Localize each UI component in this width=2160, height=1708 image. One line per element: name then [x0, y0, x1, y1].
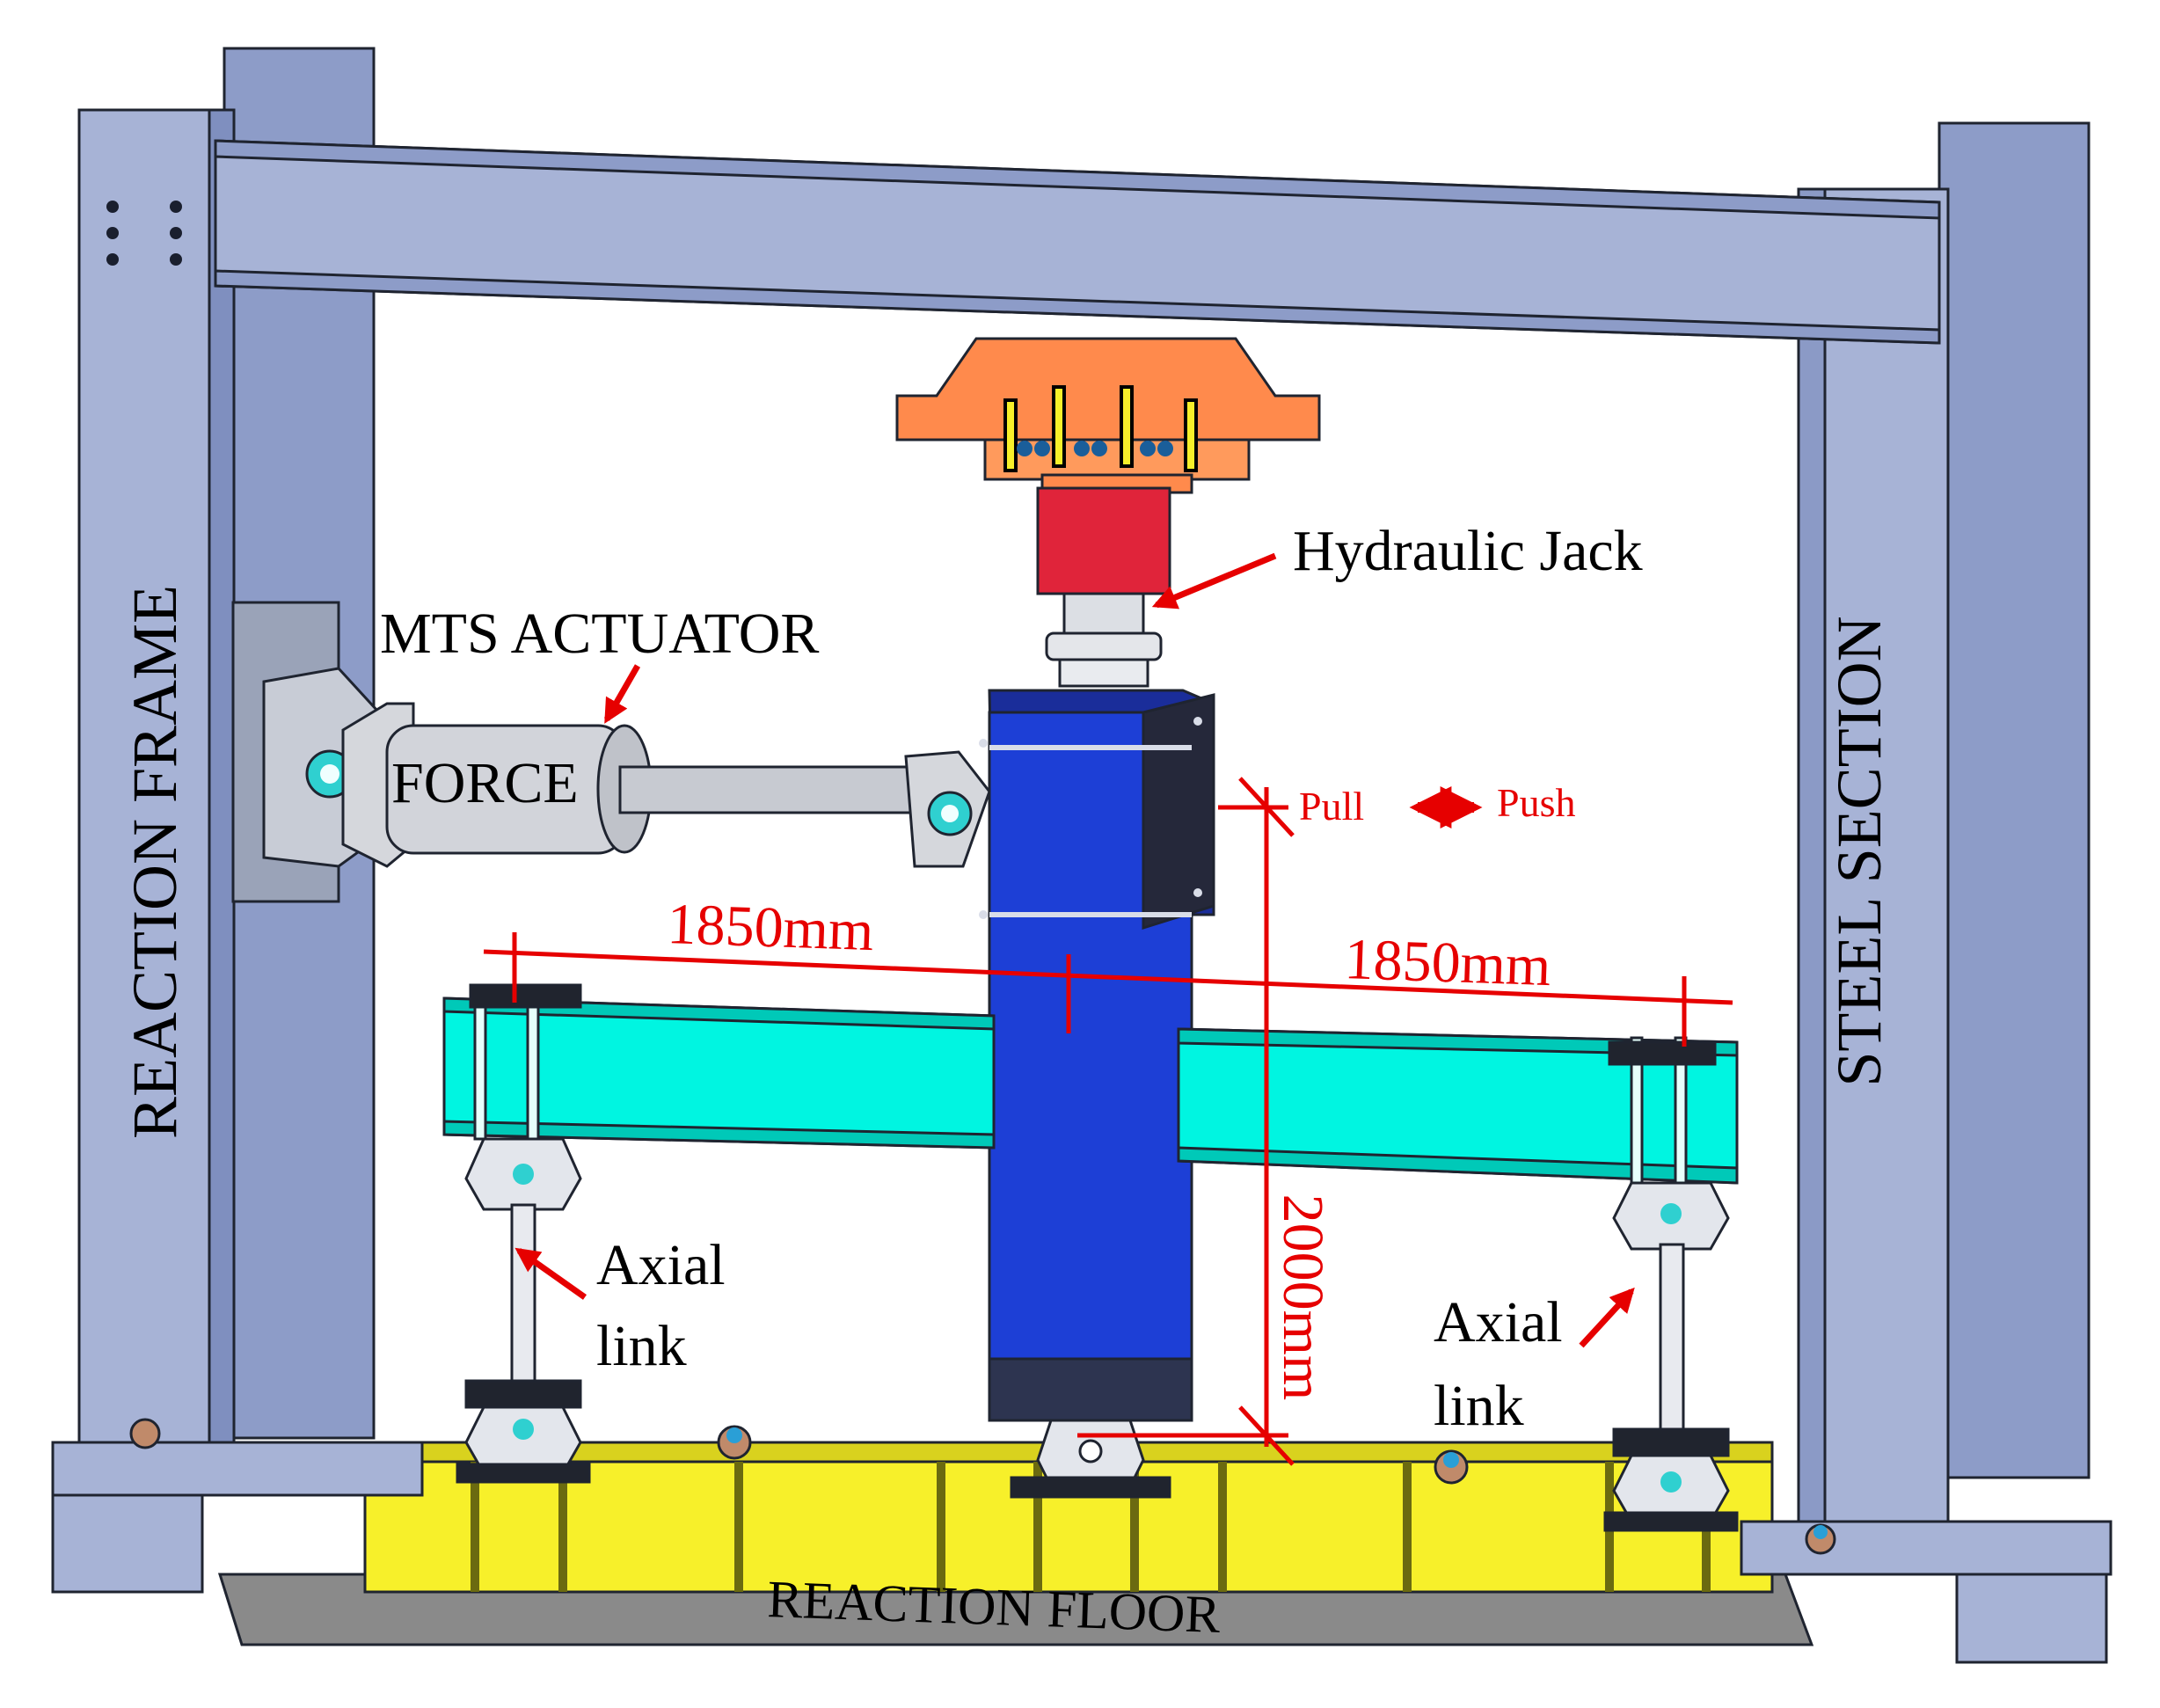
jack-plate-rollers [1017, 441, 1173, 456]
jack-plate-bolts [1003, 385, 1198, 472]
column-specimen [979, 689, 1215, 1422]
axial-link-right-label-line1: Axial [1434, 1290, 1563, 1354]
annotation-arrows [514, 552, 1635, 1348]
hydraulic-jack-label: Hydraulic Jack [1293, 519, 1643, 583]
axial-link-left-arrow [514, 1247, 587, 1300]
mts-actuator [341, 702, 991, 868]
left-span-dimension: 1850mm [666, 892, 874, 963]
force-label: FORCE [391, 751, 579, 815]
push-label: Push [1497, 780, 1575, 825]
beam-specimen [442, 983, 1739, 1185]
axial-link-right-arrow [1579, 1287, 1635, 1348]
hydraulic-jack-arrow [1151, 552, 1277, 609]
span-dimension-line [483, 949, 1733, 1005]
frame-bolt-holes-left [106, 201, 182, 266]
pull-label: Pull [1299, 784, 1364, 828]
right-span-dimension: 1850mm [1343, 927, 1551, 998]
axial-link-left-label-line1: Axial [596, 1233, 726, 1297]
dimension-lines [483, 777, 1733, 1466]
reaction-frame-label: REACTION FRAME [120, 585, 190, 1139]
axial-link-left-label-line2: link [596, 1314, 687, 1378]
steel-section-label: STEEL SECTION [1824, 616, 1894, 1086]
axial-link-left [456, 1137, 591, 1484]
hydraulic-jack [1036, 486, 1171, 688]
reaction-frame-right [1740, 121, 2113, 1664]
floor-stiffeners [471, 1462, 1711, 1592]
mts-actuator-label: MTS ACTUATOR [380, 602, 819, 666]
column-height-dimension: 2000mm [1271, 1194, 1335, 1401]
floor-bolts [717, 1425, 1469, 1485]
actuator-wall-bracket [231, 601, 389, 903]
axial-link-right-label-line2: link [1434, 1374, 1524, 1438]
top-cross-beam [214, 139, 1941, 345]
mts-actuator-arrow [603, 664, 641, 724]
jack-top-plate [895, 337, 1321, 494]
axial-link-right [1603, 1181, 1739, 1532]
column-plate-bolts [979, 717, 1202, 919]
